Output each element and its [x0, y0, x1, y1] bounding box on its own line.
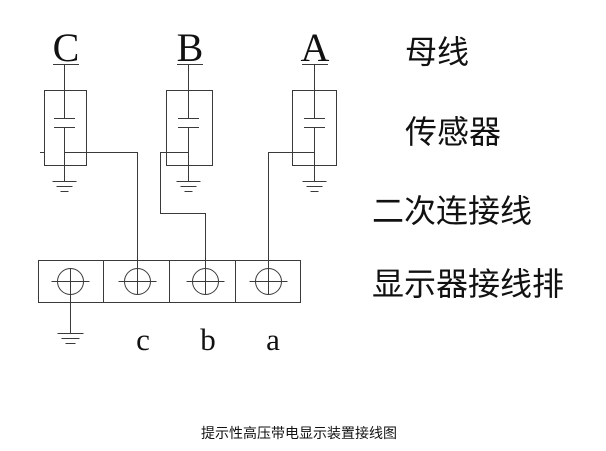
- terminal-a: [249, 268, 288, 295]
- phase-a: A: [268, 25, 337, 268]
- phase-label-b: B: [177, 25, 204, 70]
- figure-caption: 提示性高压带电显示装置接线图: [201, 425, 397, 441]
- legend-secondary-wiring: 二次连接线: [372, 193, 532, 229]
- phase-label-c: C: [53, 25, 80, 70]
- sensor-box-b: [166, 90, 213, 166]
- legend-busbar: 母线: [405, 34, 469, 70]
- sensor-box-c: [44, 90, 87, 166]
- terminal-b: [186, 268, 225, 295]
- ground-symbol-terminal: [57, 333, 84, 344]
- terminal-ground: [51, 268, 90, 295]
- phase-b: B: [160, 25, 213, 268]
- ground-symbol-a: [302, 181, 327, 192]
- secondary-wire-c: [64, 152, 138, 268]
- terminal-label-b: b: [200, 322, 216, 357]
- phase-c: C: [40, 25, 138, 268]
- ground-symbol-b: [176, 181, 201, 192]
- terminal-c: [118, 268, 157, 295]
- terminal-label-a: a: [266, 322, 280, 357]
- terminal-label-c: c: [136, 322, 150, 357]
- terminal-strip: c b a: [38, 260, 301, 357]
- secondary-wire-a: [268, 152, 315, 268]
- legend-sensor: 传感器: [405, 114, 501, 150]
- secondary-wire-b: [160, 152, 206, 268]
- phase-label-a: A: [301, 25, 330, 70]
- legend: 母线 传感器 二次连接线 显示器接线排: [372, 34, 564, 302]
- ground-symbol-c: [52, 181, 77, 192]
- legend-terminal-strip: 显示器接线排: [372, 266, 564, 302]
